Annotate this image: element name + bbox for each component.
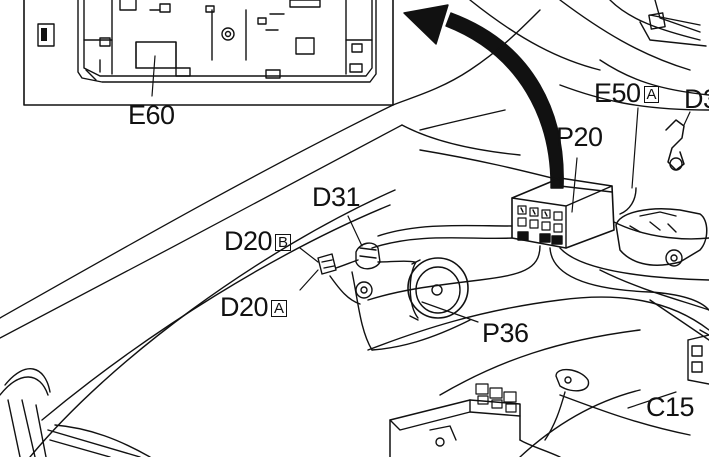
label-e60-text: E60: [128, 100, 175, 130]
wiring-harness: [367, 107, 709, 441]
label-c15-text: C15: [646, 392, 695, 422]
label-e60: E60: [128, 102, 175, 129]
label-e50-suffix: A: [643, 86, 660, 103]
callout-arrow: [403, 4, 564, 189]
label-d3x: D3: [684, 86, 709, 113]
label-c15: C15: [646, 392, 695, 422]
label-d31-text: D31: [312, 182, 361, 212]
label-p36-text: P36: [482, 318, 529, 348]
label-d20b-suffix: B: [275, 234, 291, 251]
label-d20a-text: D20: [220, 292, 269, 322]
lower-modules: [389, 383, 561, 457]
label-e50-text: E50: [594, 78, 641, 108]
label-d20a-suffix: A: [271, 300, 287, 317]
p20-connector: [511, 157, 615, 249]
speaker-assembly: [299, 215, 479, 351]
label-p20-text: P20: [556, 122, 603, 152]
label-p20: P20: [556, 124, 603, 151]
label-d31: D31: [312, 182, 361, 212]
label-d20b-text: D20: [224, 226, 273, 256]
inset-panel: [23, 0, 394, 106]
label-d3x-text: D3: [684, 84, 709, 114]
label-p36: P36: [482, 320, 529, 347]
